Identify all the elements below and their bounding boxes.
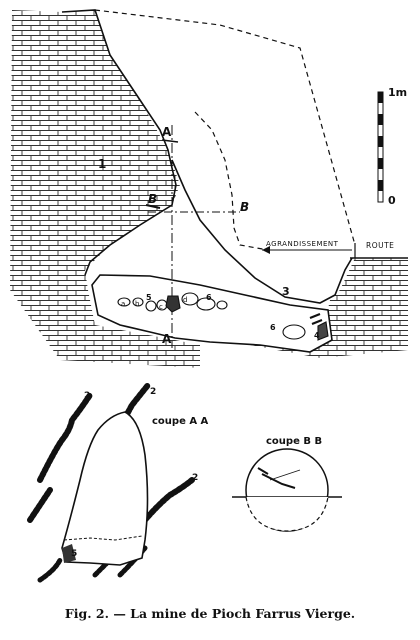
section-label-a-top: A [162, 125, 172, 139]
figure-caption: Fig. 2. — La mine de Pioch Farrus Vierge… [64, 606, 356, 621]
vein-marks-b [145, 204, 161, 209]
dashed-boundary-inner [194, 111, 269, 251]
coupe-bb-title: coupe B B [266, 436, 322, 447]
scale-label-bottom: 0 [388, 194, 396, 207]
block-label-b: b [135, 300, 140, 308]
mine-cavity [95, 10, 408, 302]
zone-label-1: 1 [98, 157, 106, 171]
agrandissement-label: AGRANDISSEMENT [266, 240, 339, 248]
section-aa-block [62, 544, 76, 563]
block-label-6a: 6 [206, 293, 212, 302]
zone-label-3: 3 [282, 285, 290, 298]
block-label-4: 4 [314, 331, 320, 340]
section-bb-vein [257, 467, 296, 489]
block-label-a: a [121, 300, 125, 308]
coupe-aa-label-2c: 2 [192, 473, 198, 483]
vein-marks-a [161, 139, 179, 143]
rock-wall-left [10, 10, 200, 368]
section-bb-lower-dashed [245, 496, 329, 532]
vein-upper-left [37, 392, 93, 483]
block-label-6b: 6 [270, 323, 276, 332]
vein-marks [309, 312, 323, 326]
coupe-aa-label-5: 5 [71, 549, 77, 559]
gallery-floor [92, 275, 332, 352]
coupe-aa-label-2b: 2 [150, 387, 156, 397]
scale-bar: 1m 0 [377, 86, 407, 207]
route-label: ROUTE [366, 241, 394, 250]
coupe-aa: coupe A A 2 2 2 5 [27, 382, 209, 583]
coupe-aa-title: coupe A A [152, 416, 209, 427]
coupe-bb: coupe B B [232, 436, 342, 532]
agrandissement-arrowhead [262, 246, 270, 254]
block-label-5: 5 [146, 293, 152, 302]
scale-label-top: 1m [388, 86, 407, 99]
gallery-outline [91, 274, 333, 353]
mine-plan: 1 3 A A B B AGRANDISSEMENT ROUTE a b 5 c… [10, 9, 408, 368]
vein-lower-left [27, 487, 53, 523]
block-cluster [117, 292, 329, 341]
block-label-d: d [183, 296, 187, 304]
block-label-c: c [159, 303, 163, 311]
coupe-aa-label-2a: 2 [84, 391, 90, 401]
section-label-b-left: B [148, 192, 157, 206]
vein-right [142, 477, 195, 523]
cut-wall [171, 159, 353, 304]
section-label-b-right: B [240, 200, 249, 214]
section-label-a-bottom: A [162, 332, 172, 346]
section-bb-thin-line [269, 469, 301, 481]
section-aa-outline [61, 411, 149, 566]
